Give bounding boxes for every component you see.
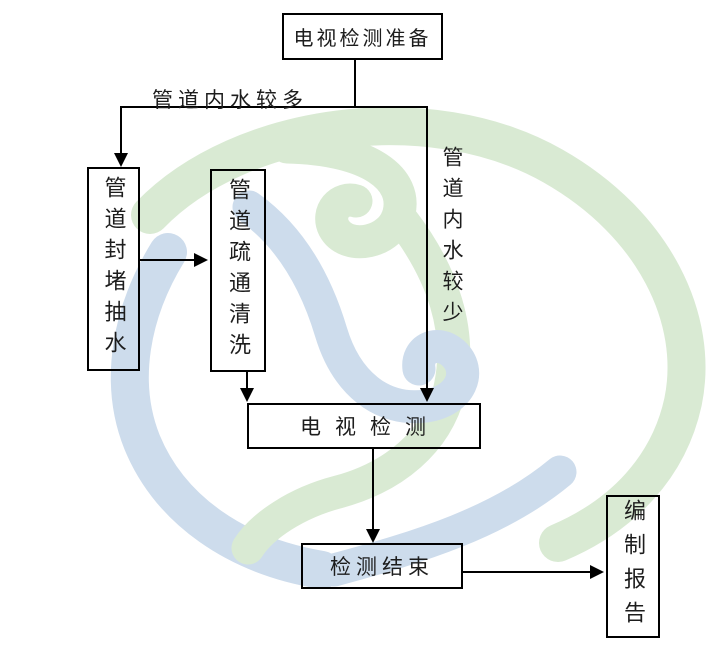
arrowhead-into-report xyxy=(590,565,604,579)
node-label: 电视检测准备 xyxy=(293,28,432,50)
node-compile-report: 编制报告 xyxy=(606,495,660,638)
node-label: 编制报告 xyxy=(621,498,646,635)
arrowhead-less-water-into-tv-inspect xyxy=(420,388,434,402)
connector-prepare-to-branch xyxy=(354,59,356,107)
node-label: 管道封堵抽水 xyxy=(101,176,127,362)
connector-clean-to-tv-inspect xyxy=(246,371,248,389)
node-pipe-block-pump: 管道封堵抽水 xyxy=(87,167,140,371)
arrowhead-into-dredge-clean xyxy=(194,253,208,267)
node-label: 电视检测 xyxy=(300,415,440,439)
connector-tv-inspect-to-end xyxy=(372,448,374,530)
node-pipe-dredge-clean: 管道疏通清洗 xyxy=(210,169,266,372)
node-inspection-end: 检测结束 xyxy=(301,543,463,589)
connector-end-to-report xyxy=(463,571,591,573)
edge-label-less-water: 管道内水较少 xyxy=(440,146,464,332)
node-tv-inspection: 电视检测 xyxy=(247,403,481,449)
connector-less-water-to-tv-inspect xyxy=(426,106,428,390)
node-tv-inspection-preparation: 电视检测准备 xyxy=(282,13,443,60)
connector-branch-to-block-pump xyxy=(120,106,122,154)
arrowhead-into-block-pump xyxy=(114,153,128,167)
node-label: 检测结束 xyxy=(330,555,434,579)
arrowhead-clean-into-tv-inspect xyxy=(240,388,254,402)
connector-branch-horizontal xyxy=(120,106,428,108)
node-label: 管道疏通清洗 xyxy=(226,177,251,364)
connector-block-to-clean xyxy=(140,259,196,261)
edge-label-more-water: 管道内水较多 xyxy=(152,88,308,112)
arrowhead-into-inspect-end xyxy=(366,529,380,543)
